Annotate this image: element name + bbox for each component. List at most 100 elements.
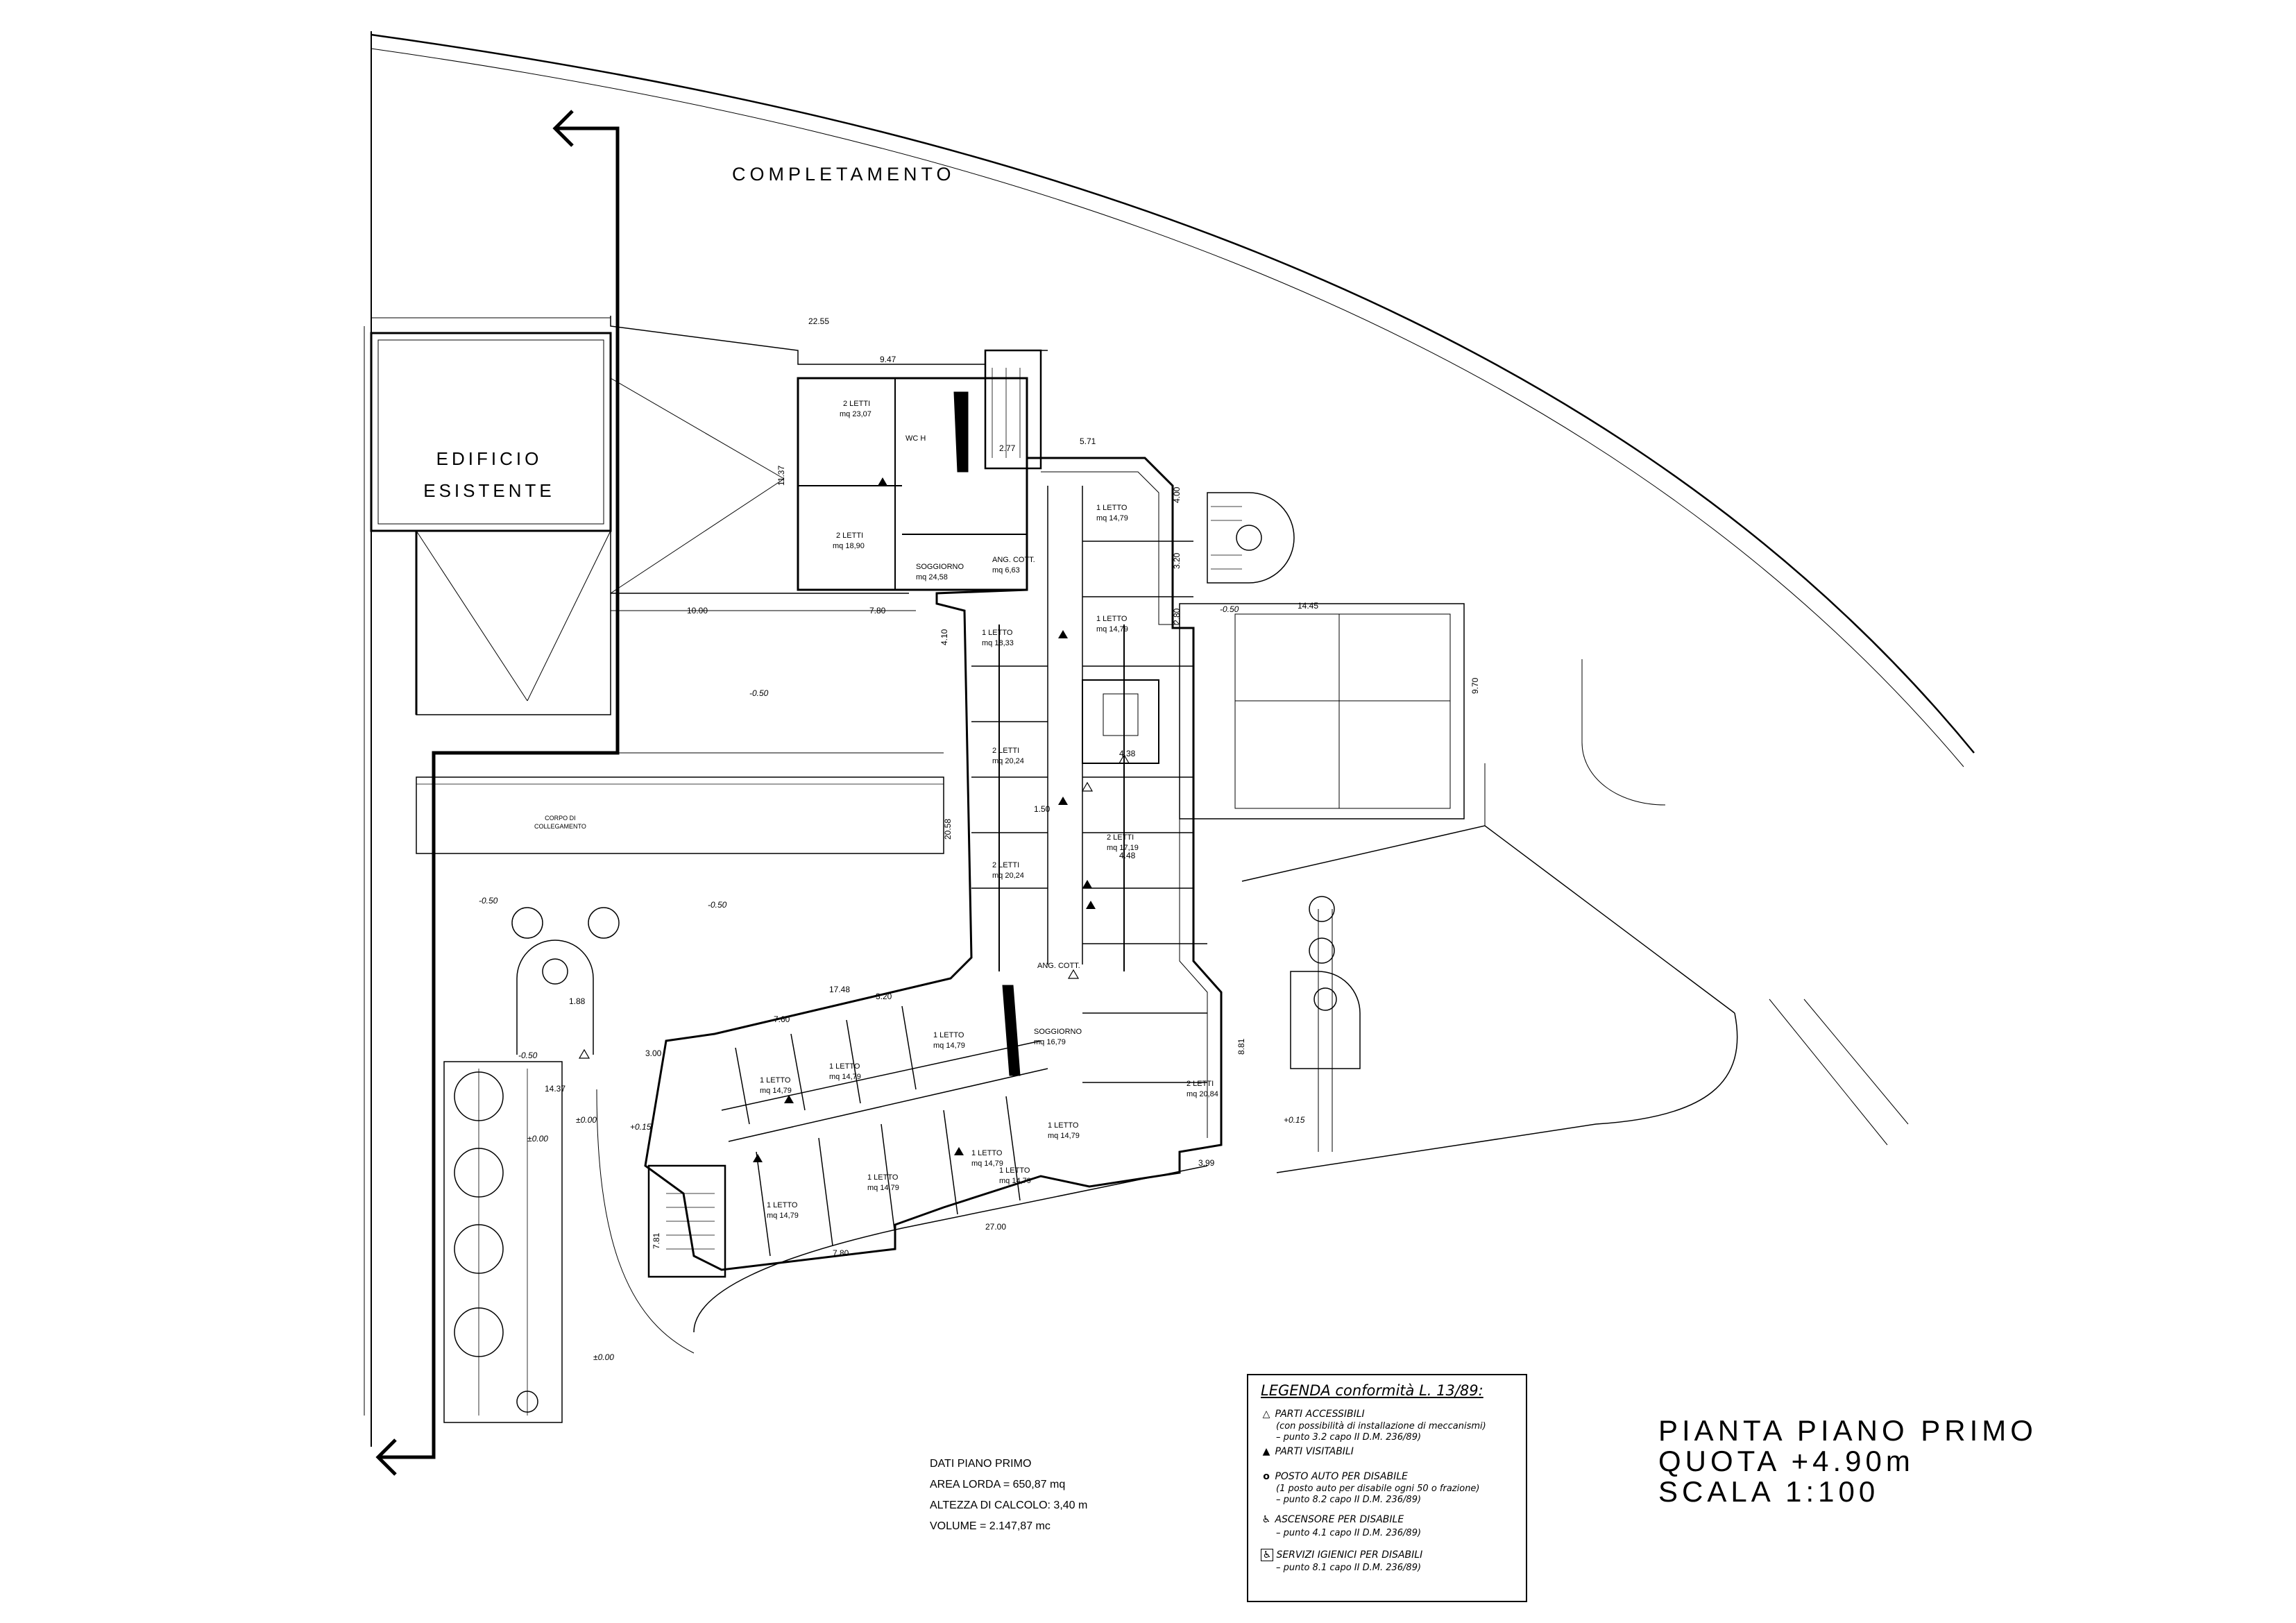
existing-building-label: EDIFICIO ESISTENTE [409,450,569,500]
room-label: SOGGIORNO [1034,1028,1082,1036]
corpo-line2: COLLEGAMENTO [534,823,586,830]
legend-item-visitable: ▲ PARTI VISITABILI [1261,1446,1354,1457]
floor-data-block: DATI PIANO PRIMO AREA LORDA = 650,87 mq … [930,1454,1087,1537]
legend-note: (1 posto auto per disabile ogni 50 o fra… [1276,1484,1480,1494]
legend-note: (con possibilità di installazione di mec… [1276,1421,1486,1431]
lower-stair [647,1164,726,1278]
dim-label: 2.77 [999,443,1016,453]
dim-label: 7.80 [869,606,886,615]
drawing-title: PIANTA PIANO PRIMO [1658,1414,2037,1447]
dim-label: 1.50 [1034,804,1051,814]
section-arrow-bottom-icon [375,1438,397,1476]
room-label: ANG. COTT. [992,556,1035,564]
visitable-triangle-icon: ▲ [1262,1446,1270,1457]
room-label: 1 LETTO [767,1201,798,1209]
room-label: 1 LETTO [829,1062,860,1071]
room-label: 1 LETTO [1096,504,1128,512]
dim-label: 3.00 [645,1048,662,1058]
room-label: 2 LETTI [1187,1080,1214,1088]
dim-label: 1.88 [569,996,586,1006]
room-area: mq 14,79 [1048,1132,1080,1140]
room-area: mq 14,79 [767,1212,799,1220]
dim-label: 4.48 [1119,851,1136,860]
legend-item-parking: o POSTO AUTO PER DISABILE [1261,1471,1408,1482]
room-label: 1 LETTO [760,1076,791,1085]
room-label: 1 LETTO [982,629,1013,637]
room-label: 1 LETTO [971,1149,1003,1157]
existing-building-line2: ESISTENTE [423,480,555,501]
dim-label: 3.99 [1198,1158,1215,1168]
room-label: WC H [905,434,926,443]
drawing-scale: SCALA 1:100 [1658,1475,1880,1508]
room-label: 1 LETTO [867,1173,899,1182]
legend-label: POSTO AUTO PER DISABILE [1275,1471,1408,1482]
existing-building-line1: EDIFICIO [436,448,543,469]
elevation-label: -0.50 [749,688,769,698]
legend-note: – punto 8.1 capo II D.M. 236/89) [1276,1563,1422,1573]
elevation-label: -0.50 [518,1051,538,1060]
room-area: mq 18,33 [982,639,1014,647]
legend-note: – punto 8.2 capo II D.M. 236/89) [1276,1495,1422,1505]
legend-title: LEGENDA conformità L. 13/89: [1261,1382,1483,1399]
floor-data-volume: VOLUME = 2.147,87 mc [930,1520,1051,1532]
existing-building [370,332,612,532]
room-area: mq 20,24 [992,872,1024,880]
dim-label: 3.20 [1172,552,1182,569]
dim-label: 3.20 [876,992,892,1001]
dim-label: 7.80 [833,1248,849,1258]
section-arrow-top-icon [552,110,574,147]
dim-label: 7.60 [774,1014,790,1024]
adjacent-building [1179,603,1465,819]
room-label: 2 LETTI [843,400,870,408]
dim-label: 14.37 [545,1084,566,1094]
dim-label: 5.71 [1080,436,1096,446]
room-area: mq 14,79 [999,1177,1031,1185]
dim-label: 22.55 [808,316,829,326]
elevation-label: +0.15 [630,1122,652,1132]
accessibility-markers [753,477,1096,1162]
elevation-label: -0.50 [708,900,727,910]
room-label: SOGGIORNO [916,563,964,571]
legend-item-accessible: △ PARTI ACCESSIBILI [1261,1409,1365,1420]
elevation-label: +0.15 [1284,1115,1305,1125]
circular-stair-right [1290,971,1361,1069]
legend-item-elevator: ♿ ASCENSORE PER DISABILE [1261,1514,1404,1525]
garden-path [443,1061,563,1423]
completamento-label: COMPLETAMENTO [732,164,955,185]
main-wing-outline [644,457,1223,1271]
dim-label: 4.10 [939,629,949,645]
floor-data-area: AREA LORDA = 650,87 mq [930,1479,1066,1490]
room-area: mq 14,79 [760,1087,792,1095]
dim-label: 9.47 [880,355,896,364]
dim-label: 2.80 [1172,608,1182,624]
legend-note: – punto 4.1 capo II D.M. 236/89) [1276,1528,1422,1538]
legend-item-wc: ♿ SERVIZI IGIENICI PER DISABILI [1261,1549,1422,1561]
circular-stair-upper [1207,492,1295,584]
wheelchair-wc-icon: ♿ [1261,1549,1273,1561]
legend-box: LEGENDA conformità L. 13/89: △ PARTI ACC… [1247,1374,1527,1602]
legend-label: PARTI VISITABILI [1275,1446,1354,1457]
dim-label: 20.58 [943,819,953,840]
room-area: mq 18,90 [833,542,865,550]
room-area: mq 20,24 [992,757,1024,765]
wheelchair-icon: ♿ [1261,1514,1271,1525]
dim-label: 10.00 [687,606,708,615]
room-area: mq 23,07 [840,410,871,418]
room-label: 2 LETTI [836,532,863,540]
room-area: mq 20,84 [1187,1090,1218,1098]
room-area: mq 24,58 [916,573,948,581]
circular-stair-left [516,940,594,1055]
legend-note: – punto 3.2 capo II D.M. 236/89) [1276,1432,1422,1443]
dim-label: 14.45 [1298,601,1318,611]
legend-label: SERVIZI IGIENICI PER DISABILI [1276,1549,1423,1561]
corpo-line1: CORPO DI [545,815,576,822]
legend-label: ASCENSORE PER DISABILE [1275,1514,1404,1525]
floor-data-title: DATI PIANO PRIMO [930,1458,1032,1470]
room-area: mq 14,79 [1096,625,1128,634]
elevation-label: ±0.00 [593,1352,614,1362]
dim-label: 8.81 [1236,1038,1246,1055]
room-label: 1 LETTO [933,1031,964,1039]
room-area: mq 14,79 [867,1184,899,1192]
room-label: 2 LETTI [1107,833,1134,842]
